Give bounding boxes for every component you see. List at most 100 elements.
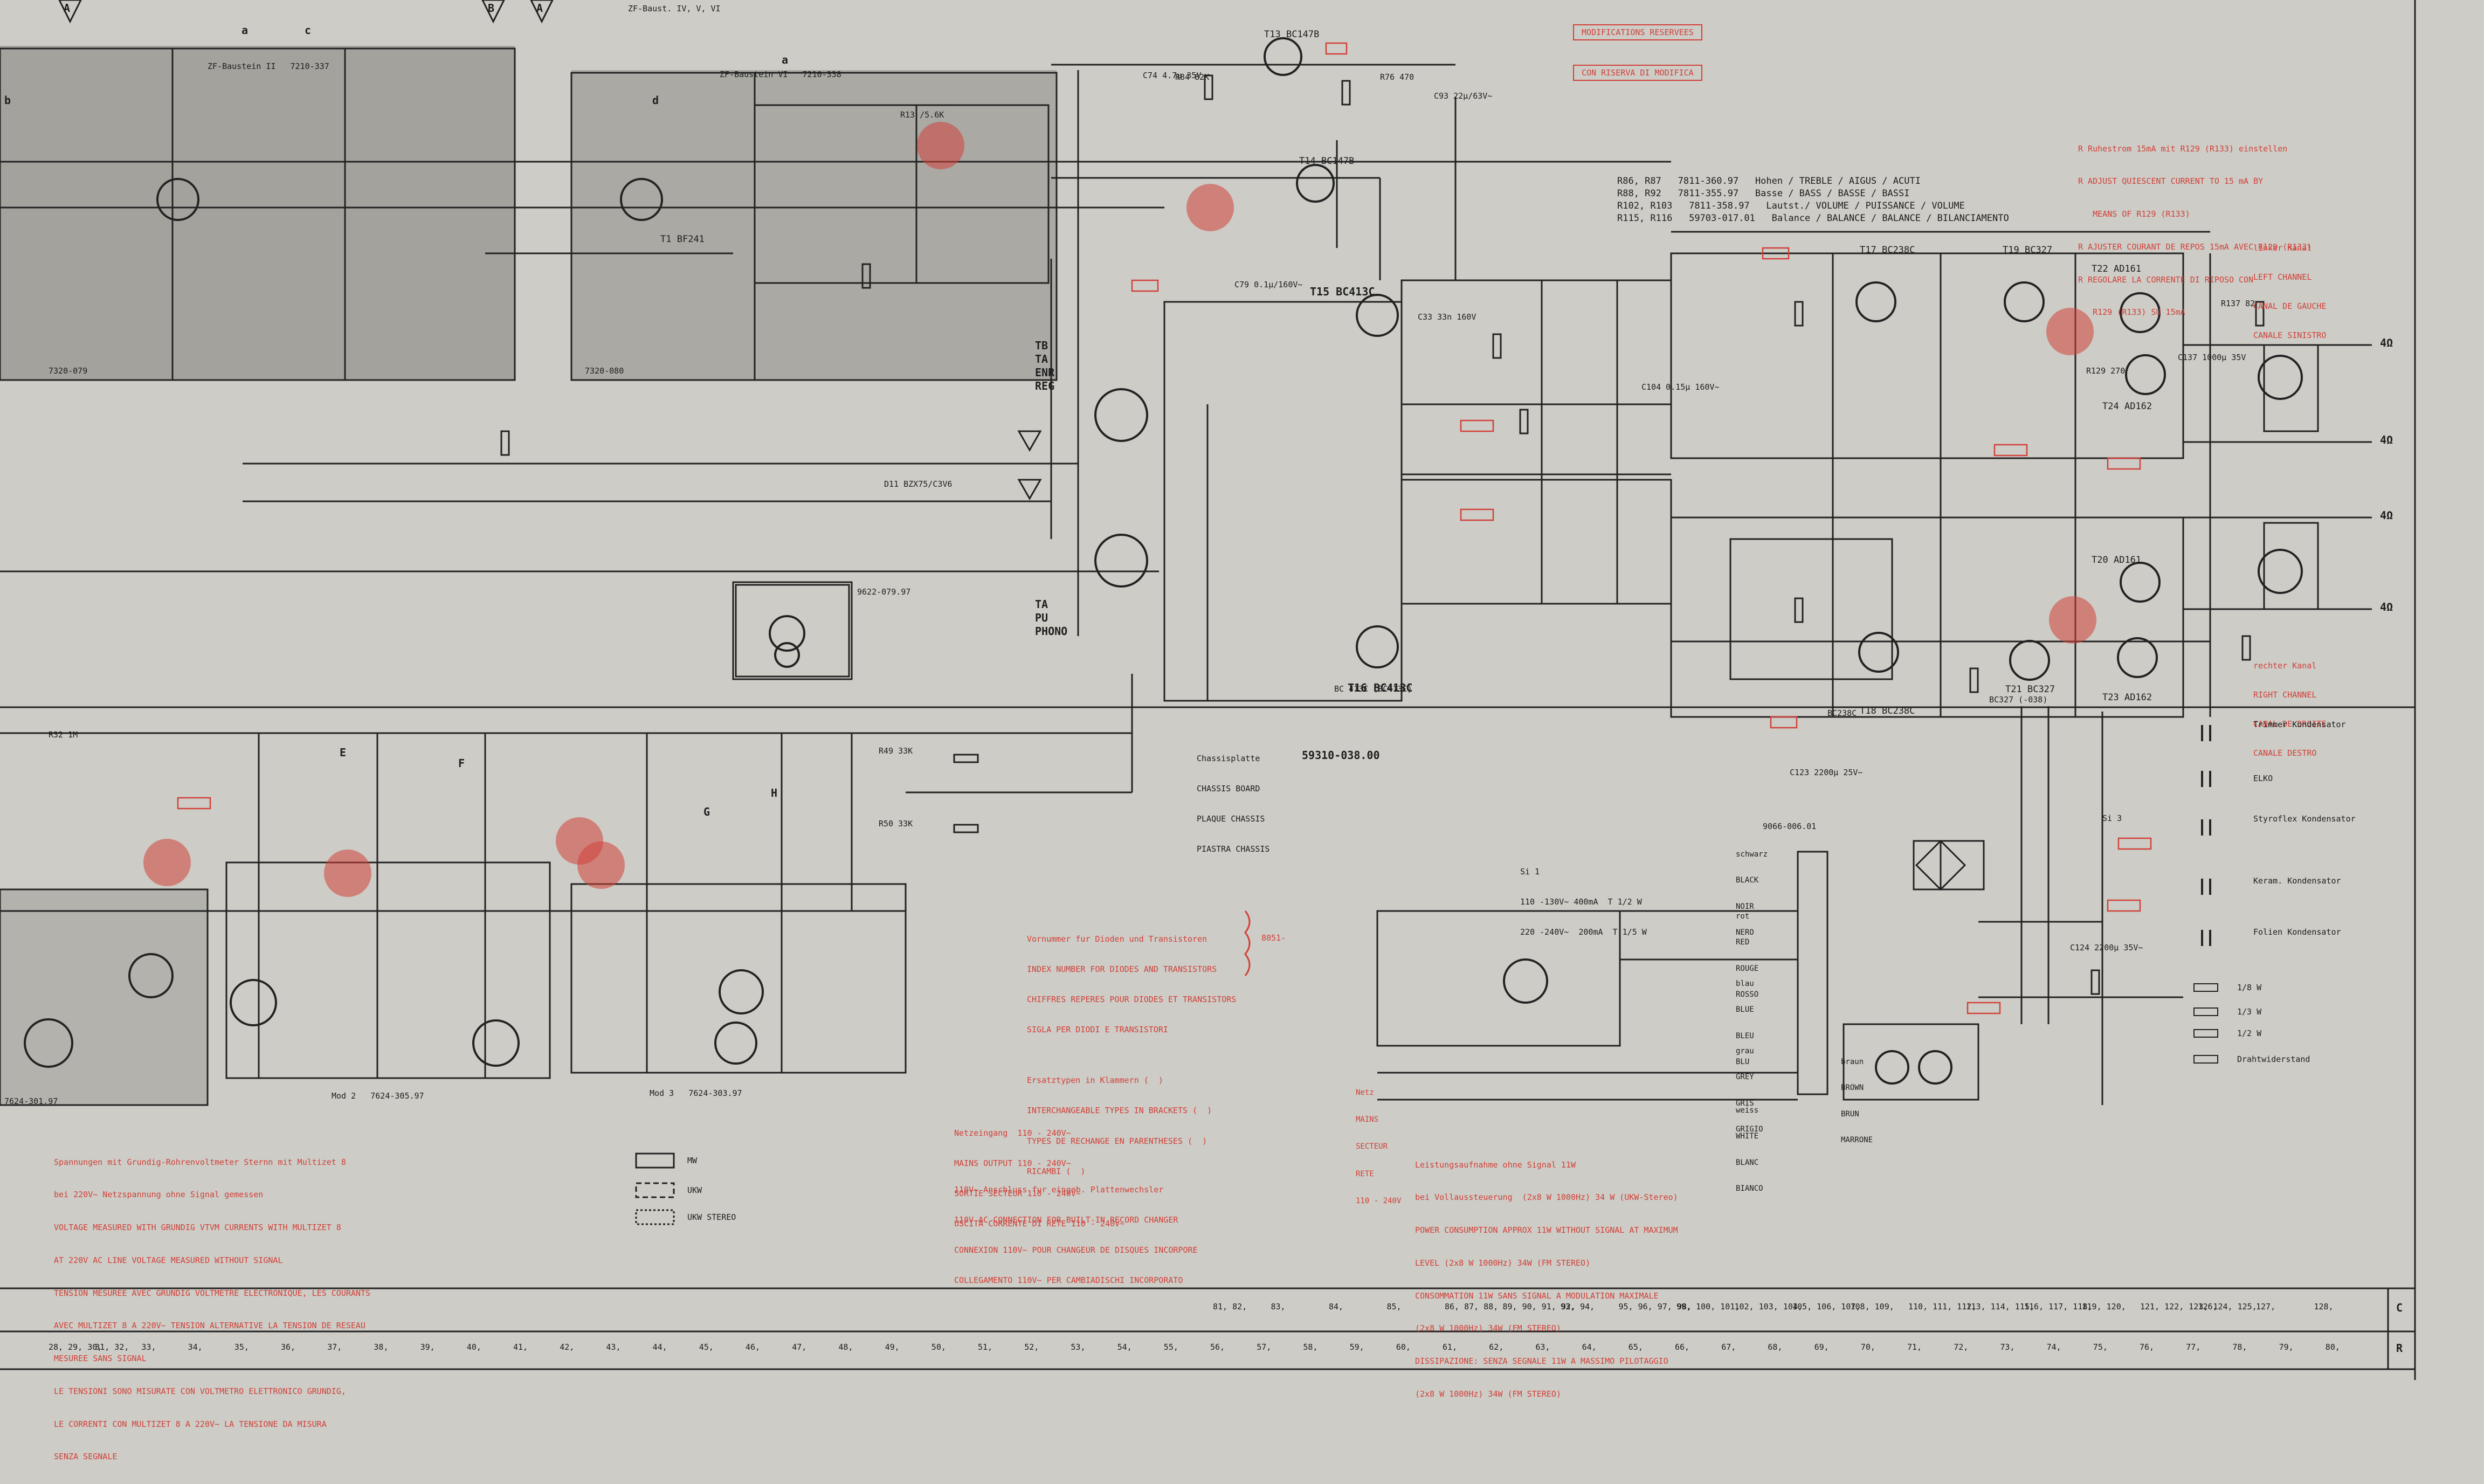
channel-line: CANAL DE GAUCHE [2253,301,2327,311]
power-note: Leistungsaufnahme ohne Signal 11W bei Vo… [1415,1137,1678,1421]
mode-legend-ukw-stereo: UKW STEREO [687,1212,736,1222]
transistor-type: AD161 [2113,264,2142,274]
power-line: bei Vollaussteuerung (2x8 W 1000Hz) 34 W… [1415,1192,1678,1203]
measure-line: LE CORRENTI CON MULTIZET 8 A 220V~ LA TE… [54,1419,327,1429]
output-4ohm-2: 4Ω [2380,433,2393,446]
adjust-line: R REGOLARE LA CORRENTE DI RIPOSO CON [2078,274,2254,285]
wire-color: grau [1736,1047,1754,1056]
supply-fuse-text: Si 1 110 -130V~ 400mA T 1/2 W 220 -240V~… [1520,846,1647,957]
transistor-t20: T20 AD161 [2092,555,2141,566]
reference-index: 31, 32, [95,1342,129,1352]
supply-line: 220 -240V~ 200mA T 1/5 W [1520,927,1647,937]
transistor-type: BF241 [677,234,705,245]
schematic-lines [0,0,2416,1380]
module-7320-080: 7320-080 [585,366,624,376]
reference-index: 62, [1489,1342,1504,1352]
power-line: (2x8 W 1000Hz) 34W (FM STEREO) [1415,1389,1561,1399]
chassis-note: Chassisplatte CHASSIS BOARD PLAQUE CHASS… [1197,733,1269,875]
transistor-t21: T21 BC327 [2005,684,2055,695]
transistor-type: AD161 [2113,555,2142,565]
reference-index: 105, 106, 107, [1792,1302,1861,1312]
schematic-sheet: MODIFICATIONS RESERVEES CON RISERVA DI M… [0,0,2416,1461]
reference-index: 77, [2186,1342,2201,1352]
wire-color: NOIR [1736,902,1754,911]
wire-colors-blue: blau BLUE BLEU BLU [1736,962,1754,1083]
output-4ohm-3: 4Ω [2380,509,2393,522]
transistor-name: T1 [660,234,672,245]
anschluss-note: 110V~ Anschluss fur eingeb. Plattenwechs… [954,1164,1198,1306]
reference-index: 63, [1535,1342,1550,1352]
wire-color: ROSSO [1736,990,1759,999]
reference-index: 71, [1907,1342,1922,1352]
input-enr: ENR [1035,366,1055,379]
parts-row: R86, R87 7811-360.97 Hohen / TREBLE / AI… [1617,175,2009,188]
transistor-type: BC147B [1321,156,1355,167]
power-line: (2x8 W 1000Hz) 34W (FM STEREO) [1415,1323,1561,1334]
transistor-name: T13 [1264,29,1281,40]
reference-index: 65, [1628,1342,1643,1352]
transistor-type: AD162 [2124,692,2152,703]
index-line: CHIFFRES REPERES POUR DIODES ET TRANSIST… [1027,995,1237,1004]
module-mod2: Mod 2 7624-305.97 [332,1091,424,1101]
reference-index: 47, [792,1342,807,1352]
input-reg: REG [1035,379,1055,392]
reference-index: 38, [374,1342,389,1352]
mains-line: Netz [1356,1088,1374,1097]
wire-color: braun [1841,1058,1864,1067]
reference-index: 86, 87, 88, [1445,1302,1499,1312]
reference-index: 128, [2314,1302,2334,1312]
measure-line: VOLTAGE MEASURED WITH GRUNDIG VTVM CURRE… [54,1223,341,1232]
power-line: LEVEL (2x8 W 1000Hz) 34W (FM STEREO) [1415,1258,1591,1268]
input-ta-2: TA [1035,598,1048,611]
transistor-t18: T18 BC238C [1860,706,1915,717]
reference-index: 42, [560,1342,575,1352]
reference-index: 102, 103, 104, [1734,1302,1803,1312]
component-label: C137 1000µ 35V [2178,353,2246,362]
parts-desc: Basse / BASS / BASSE / BASSI [1755,188,1910,199]
reference-index: 99, 100, 101, [1676,1302,1740,1312]
component-label: BC238C [1827,708,1857,718]
component-label: R50 33K [879,819,913,829]
legend-folien: Folien Kondensator [2253,927,2341,937]
parts-row: R88, R92 7811-355.97 Basse / BASS / BASS… [1617,188,2009,200]
legend-styroflex: Styroflex Kondensator [2253,814,2356,824]
bottom-side-r: R [2396,1342,2403,1355]
output-4ohm-4: 4Ω [2380,600,2393,613]
chassis-line: PLAQUE CHASSIS [1197,814,1265,824]
channel-line: LEFT CHANNEL [2253,272,2312,282]
adjust-note: R Ruhestrom 15mA mit R129 (R133) einstel… [2078,121,2312,340]
netz-line: Netzeingang 110 - 240V~ [954,1128,1071,1138]
transistor-name: T22 [2092,264,2108,274]
transistor-t13: T13 BC147B [1264,29,1319,40]
supply-line: Si 1 [1520,866,1540,876]
netz-line: USCITA CORRENTE DI RETE 110 - 240V~ [954,1219,1125,1229]
terminal-label-a-right: A [536,2,543,15]
module-9066: 9066-006.01 [1763,822,1817,831]
wire-color: BLEU [1736,1031,1754,1040]
parts-list: R86, R87 7811-360.97 Hohen / TREBLE / AI… [1617,175,2009,225]
wire-color: GRIGIO [1736,1125,1763,1134]
wire-color: BLANC [1736,1158,1759,1167]
reference-index: 43, [606,1342,621,1352]
wire-color: BROWN [1841,1083,1864,1093]
reference-index: 41, [513,1342,528,1352]
index-line: INDEX NUMBER FOR DIODES AND TRANSISTORS [1027,964,1217,974]
power-line: CONSOMMATION 11W SANS SIGNAL A MODULATIO… [1415,1290,1659,1301]
reference-index: 80, [2325,1342,2340,1352]
wire-color: RED [1736,938,1750,947]
node-label-c: c [305,24,312,37]
anschluss-line: 110V AC CONNECTION FOR BUILT-IN RECORD C… [954,1214,1178,1225]
module-mod3: Mod 3 7624-303.97 [650,1088,742,1098]
chassis-line: PIASTRA CHASSIS [1197,844,1270,854]
channel-line: RIGHT CHANNEL [2253,690,2317,700]
wire-color: blau [1736,979,1754,989]
channel-line: CANAL DE DROITE [2253,719,2327,729]
reference-index: 34, [188,1342,203,1352]
modifications-reserved-box: MODIFICATIONS RESERVEES [1573,24,1702,40]
reference-index: 75, [2093,1342,2108,1352]
component-label: R137 82 [2221,299,2255,308]
measure-line: Spannungen mit Grundig-Rohrenvoltmeter S… [54,1157,346,1167]
adjust-line: R Ruhestrom 15mA mit R129 (R133) einstel… [2078,143,2288,154]
reference-index: 40, [466,1342,481,1352]
bottom-side-c: C [2396,1301,2403,1314]
